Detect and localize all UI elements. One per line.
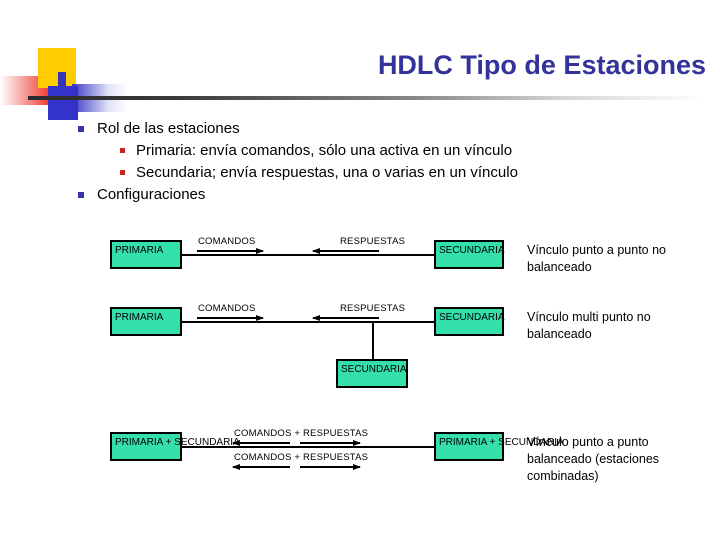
page-title: HDLC Tipo de Estaciones bbox=[377, 50, 706, 80]
row2-commands-label: COMANDOS bbox=[198, 303, 256, 314]
row3-bottom-flow-label: COMANDOS + RESPUESTAS bbox=[234, 452, 369, 463]
row2-responses-label: RESPUESTAS bbox=[340, 303, 406, 314]
row2-secondary-node[interactable]: SECUNDARIA bbox=[434, 307, 505, 336]
bullet-square-icon bbox=[120, 148, 125, 153]
row3-top-arrow-left bbox=[232, 440, 290, 447]
list-item-label: Configuraciones bbox=[97, 186, 206, 203]
row1-responses-label: RESPUESTAS bbox=[340, 236, 406, 247]
row2-link-line bbox=[182, 321, 434, 323]
row2-description: Vínculo multi punto no balanceado bbox=[527, 310, 651, 341]
slide-decoration bbox=[0, 0, 200, 120]
row3-top-arrow-right bbox=[300, 440, 361, 447]
list-item: Secundaria; envía respuestas, una o vari… bbox=[78, 162, 678, 184]
row1-link-line bbox=[182, 254, 434, 256]
row3-combined-node-left[interactable]: PRIMARIA + SECUNDARIA bbox=[110, 432, 240, 461]
bullet-square-icon bbox=[78, 192, 84, 198]
list-item-label: Rol de las estaciones bbox=[97, 120, 240, 137]
decoration-blue-block bbox=[48, 86, 78, 120]
row2-primary-node[interactable]: PRIMARIA bbox=[110, 307, 182, 336]
list-item-label: Secundaria; envía respuestas, una o vari… bbox=[136, 164, 518, 181]
row3-top-flow-label: COMANDOS + RESPUESTAS bbox=[234, 428, 369, 439]
row1-secondary-node[interactable]: SECUNDARIA bbox=[434, 240, 505, 269]
row2-commands-arrow-right bbox=[197, 315, 264, 322]
row2-responses-arrow-left bbox=[312, 315, 379, 322]
title-divider-rule bbox=[28, 96, 706, 100]
row3-description: Vínculo punto a punto balanceado (estaci… bbox=[527, 435, 660, 483]
list-item: Rol de las estaciones bbox=[78, 118, 678, 140]
row3-link-line bbox=[182, 446, 434, 448]
bullet-square-icon bbox=[78, 126, 84, 132]
bullet-square-icon bbox=[120, 170, 125, 175]
bullet-list: Rol de las estaciones Primaria: envía co… bbox=[78, 118, 678, 206]
list-item: Configuraciones bbox=[78, 184, 678, 206]
row3-bottom-arrow-left bbox=[232, 464, 290, 471]
decoration-yellow-block bbox=[38, 48, 76, 88]
row3-bottom-arrow-right bbox=[300, 464, 361, 471]
list-item: Primaria: envía comandos, sólo una activ… bbox=[78, 140, 678, 162]
row3-combined-node-right[interactable]: PRIMARIA + SECUNDARIA bbox=[434, 432, 564, 461]
row1-primary-node[interactable]: PRIMARIA bbox=[110, 240, 182, 269]
row2-secondary-drop-node[interactable]: SECUNDARIA bbox=[336, 359, 408, 388]
row1-commands-arrow-right bbox=[197, 248, 264, 255]
row1-responses-arrow-left bbox=[312, 248, 379, 255]
list-item-label: Primaria: envía comandos, sólo una activ… bbox=[136, 142, 513, 159]
decoration-blue-tab bbox=[58, 72, 66, 88]
row2-drop-line bbox=[372, 321, 374, 360]
row1-description: Vínculo punto a punto no balanceado bbox=[527, 243, 667, 274]
row1-commands-label: COMANDOS bbox=[198, 236, 256, 247]
